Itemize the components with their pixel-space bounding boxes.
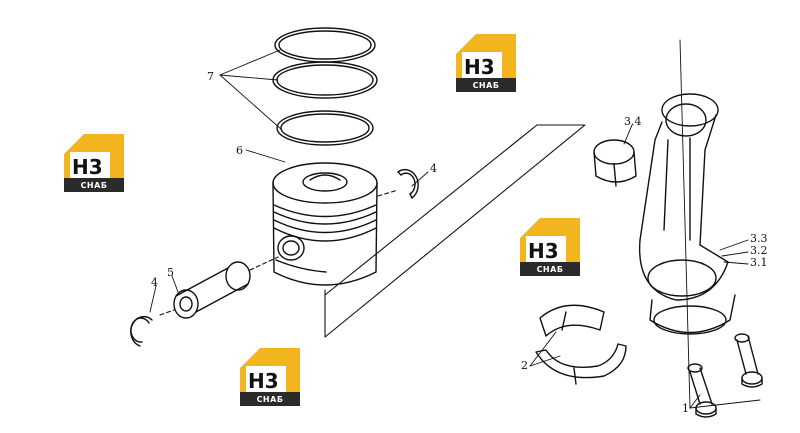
leader-lines xyxy=(149,39,761,409)
projection-lines xyxy=(159,124,586,338)
callout-3-2: 3.2 xyxy=(750,244,768,257)
brand-logo: H3 СНАБ xyxy=(238,344,302,408)
svg-text:H3: H3 xyxy=(528,239,559,263)
callout-5: 5 xyxy=(167,266,174,279)
callout-2: 2 xyxy=(521,359,528,372)
brand-logo: H3 СНАБ xyxy=(454,30,518,94)
svg-text:СНАБ: СНАБ xyxy=(81,181,108,190)
piston-ring-bottom xyxy=(276,110,374,146)
svg-text:СНАБ: СНАБ xyxy=(537,265,564,274)
callout-3-3: 3.3 xyxy=(750,232,768,245)
brand-logo: H3 СНАБ xyxy=(62,130,126,194)
connecting-rod xyxy=(638,93,736,335)
small-end-bush xyxy=(593,139,637,187)
bearing-shell-lower xyxy=(535,343,627,385)
callout-3-1: 3.1 xyxy=(750,256,768,269)
bearing-shell-upper xyxy=(539,304,605,337)
piston xyxy=(272,162,378,286)
brand-logo: H3 СНАБ xyxy=(518,214,582,278)
callout-6: 6 xyxy=(236,144,243,157)
circlip-right xyxy=(397,168,419,199)
callout-1: 1 xyxy=(682,402,689,415)
svg-text:СНАБ: СНАБ xyxy=(473,81,500,90)
rod-bolt-right xyxy=(734,333,763,388)
svg-text:H3: H3 xyxy=(464,55,495,79)
circlip-left xyxy=(130,315,153,347)
svg-text:H3: H3 xyxy=(72,155,103,179)
callout-7: 7 xyxy=(207,70,214,83)
svg-text:СНАБ: СНАБ xyxy=(257,395,284,404)
callout-4-left: 4 xyxy=(151,276,158,289)
piston-ring-top xyxy=(274,27,376,63)
callout-4-right: 4 xyxy=(430,162,437,175)
callout-3-4: 3.4 xyxy=(624,115,642,128)
piston-pin xyxy=(173,261,251,319)
svg-text:H3: H3 xyxy=(248,369,279,393)
rod-bolt-left xyxy=(687,363,717,418)
piston-ring-middle xyxy=(272,61,378,99)
